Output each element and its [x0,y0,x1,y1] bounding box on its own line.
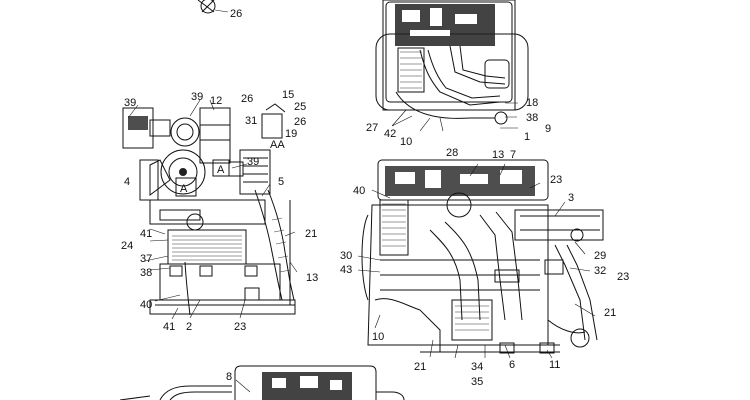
callout-15: 15 [282,89,294,101]
callout-23-a: 23 [234,321,246,333]
callout-28: 28 [446,147,458,159]
callout-38-b: 38 [526,112,538,124]
callout-10-b: 10 [372,331,384,343]
callout-41-a: 41 [140,228,152,240]
right-engine-view [357,159,604,359]
callout-34: 34 [471,361,483,373]
callout-1: 1 [524,131,530,143]
top-right-engine-view [375,0,529,132]
callout-41-b: 41 [163,321,175,333]
callout-39-b: 39 [191,91,203,103]
callout-21-b: 21 [604,307,616,319]
callout-11: 11 [549,359,560,371]
callout-39-a: 39 [124,97,136,109]
callout-19: 19 [285,128,297,140]
callout-23-c: 23 [617,271,629,283]
callout-3: 3 [568,192,574,204]
callout-29: 29 [594,250,606,262]
callout-4: 4 [124,176,130,188]
callout-18: 18 [526,97,538,109]
callout-A-1: A [180,183,188,195]
callout-31: 31 [245,115,257,127]
callout-AA: AA [270,139,285,151]
callout-26-r: 26 [294,116,306,128]
callout-37: 37 [140,253,152,265]
callout-21-a: 21 [305,228,317,240]
callout-13-b: 13 [492,149,504,161]
callout-26-aa: 26 [241,93,253,105]
callout-10-a: 10 [400,136,412,148]
callout-30: 30 [340,250,352,262]
callout-A-2: A [217,164,225,176]
callout-40-b: 40 [353,185,365,197]
callout-25: 25 [294,101,306,113]
callout-12: 12 [210,95,222,107]
callout-35: 35 [471,376,483,388]
callout-39-c: 39 [247,156,259,168]
bottom-engine-view [119,365,405,400]
callout-26-top: 26 [230,8,242,20]
top-small-assembly [197,0,229,14]
callout-43: 43 [340,264,352,276]
callout-27: 27 [366,122,378,134]
left-engine-view [122,99,298,320]
callout-13-a: 13 [306,272,318,284]
callout-9: 9 [545,123,551,135]
callout-2: 2 [186,321,192,333]
callout-40-a: 40 [140,299,152,311]
callout-38-a: 38 [140,267,152,279]
callout-5: 5 [278,176,284,188]
callout-42: 42 [384,128,396,140]
callout-8: 8 [226,371,232,383]
callout-6: 6 [509,359,515,371]
callout-32: 32 [594,265,606,277]
callout-21-c: 21 [414,361,426,373]
callout-24: 24 [121,240,133,252]
callout-7: 7 [510,149,516,161]
callout-23-b: 23 [550,174,562,186]
